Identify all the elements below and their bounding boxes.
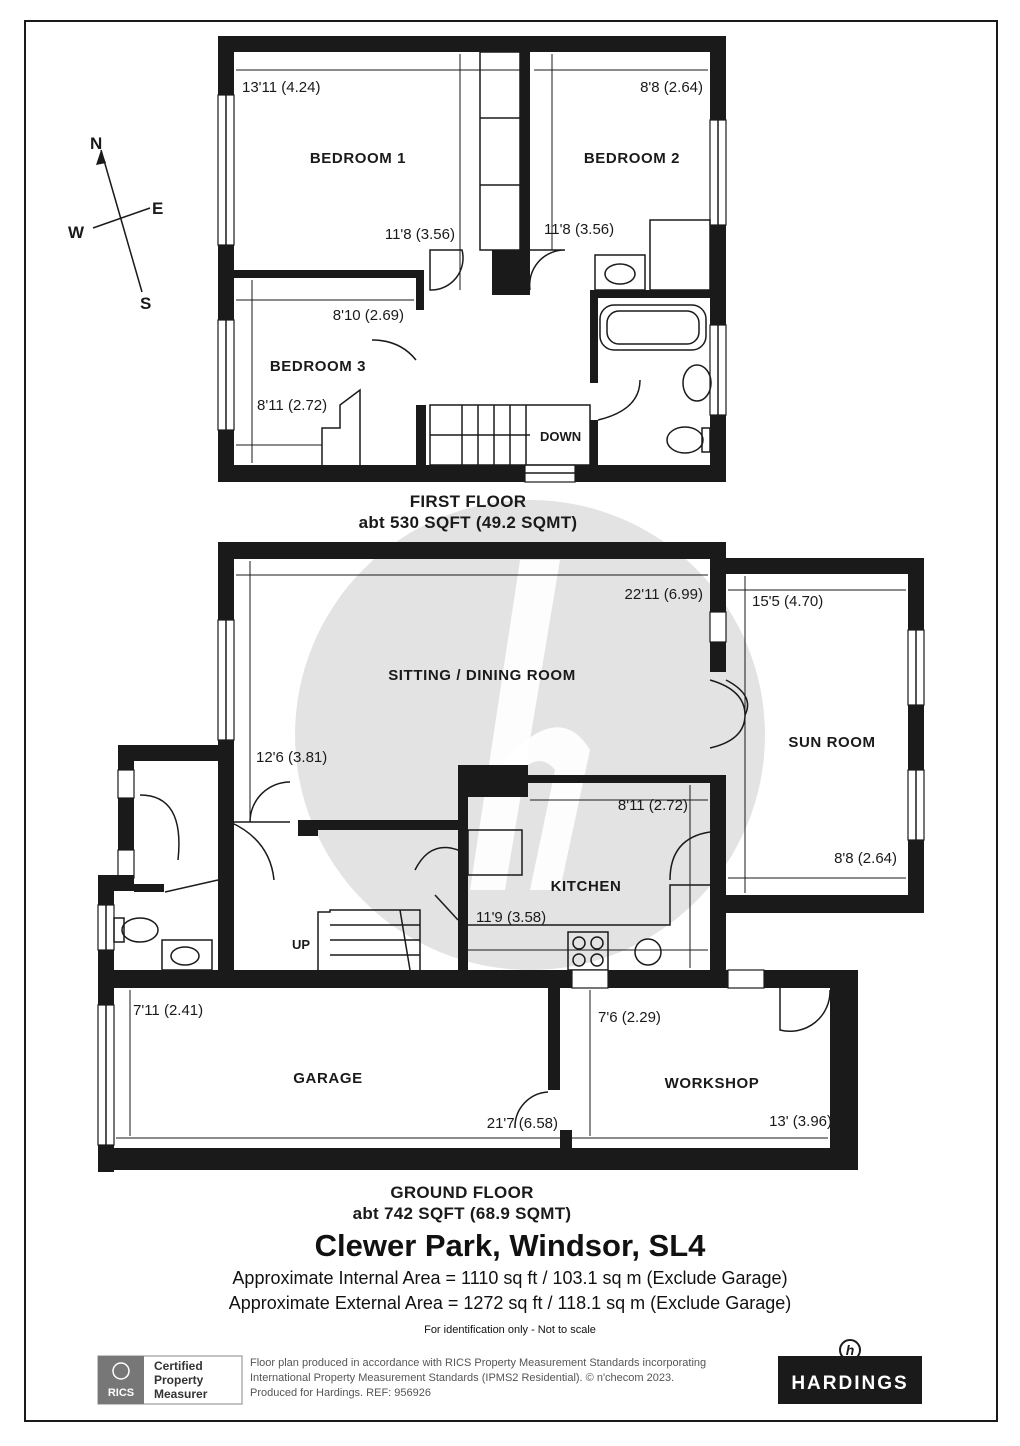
garage-depth: 7'11 (2.41) bbox=[133, 1002, 203, 1019]
scale-disclaimer: For identification only - Not to scale bbox=[424, 1324, 596, 1336]
watermark-logo bbox=[295, 500, 765, 970]
kitchen-width: 11'9 (3.58) bbox=[476, 909, 546, 926]
garage-label: GARAGE bbox=[293, 1070, 362, 1087]
compass-n: N bbox=[90, 134, 102, 153]
compass-s: S bbox=[140, 294, 151, 313]
bedroom1-depth: 11'8 (3.56) bbox=[385, 226, 455, 243]
stairs-down-label: DOWN bbox=[540, 429, 581, 444]
footer-note-1: Floor plan produced in accordance with R… bbox=[250, 1357, 706, 1369]
bedroom1-width: 13'11 (4.24) bbox=[242, 79, 320, 96]
sitting-room-label: SITTING / DINING ROOM bbox=[388, 667, 576, 684]
sun-room-label: SUN ROOM bbox=[788, 734, 875, 751]
stairs-up-label: UP bbox=[292, 937, 310, 952]
bedroom1-label: BEDROOM 1 bbox=[310, 150, 406, 167]
rics-mark: RICS bbox=[108, 1387, 134, 1399]
first-floor-area: abt 530 SQFT (49.2 SQMT) bbox=[359, 513, 578, 532]
bedroom2-width: 8'8 (2.64) bbox=[640, 79, 703, 96]
footer-note-2: International Property Measurement Stand… bbox=[250, 1372, 674, 1384]
external-area: Approximate External Area = 1272 sq ft /… bbox=[229, 1293, 791, 1313]
hardings-logo: h HARDINGS bbox=[778, 1339, 922, 1404]
first-floor-plan: BEDROOM 1 BEDROOM 2 BEDROOM 3 13'11 (4.2… bbox=[217, 36, 727, 483]
footer-note-3: Produced for Hardings. REF: 956926 bbox=[250, 1387, 431, 1399]
brand-name: HARDINGS bbox=[791, 1373, 908, 1394]
bedroom2-depth: 11'8 (3.56) bbox=[544, 221, 614, 238]
compass-e: E bbox=[152, 199, 163, 218]
kitchen-label: KITCHEN bbox=[551, 878, 622, 895]
garage-width: 21'7 (6.58) bbox=[487, 1115, 558, 1132]
ground-floor-plan: SITTING / DINING ROOM SUN ROOM KITCHEN G… bbox=[97, 542, 925, 1172]
bedroom3-width: 8'10 (2.69) bbox=[333, 307, 404, 324]
workshop-depth: 7'6 (2.29) bbox=[598, 1009, 661, 1026]
kitchen-depth: 8'11 (2.72) bbox=[618, 797, 688, 814]
first-floor-title: FIRST FLOOR bbox=[410, 492, 527, 511]
sun-room-depth: 8'8 (2.64) bbox=[834, 850, 897, 867]
bedroom3-depth: 8'11 (2.72) bbox=[257, 397, 327, 414]
page-frame bbox=[24, 20, 998, 1422]
internal-area: Approximate Internal Area = 1110 sq ft /… bbox=[232, 1268, 787, 1288]
rics-badge: RICS Certified Property Measurer bbox=[97, 1355, 243, 1405]
rics-crest-icon bbox=[112, 1362, 130, 1380]
bedroom3-label: BEDROOM 3 bbox=[270, 358, 366, 375]
sun-room-width: 15'5 (4.70) bbox=[752, 593, 823, 610]
bedroom2-label: BEDROOM 2 bbox=[584, 150, 680, 167]
compass-rose: N E S W bbox=[68, 134, 163, 313]
certified-line-3: Measurer bbox=[154, 1387, 208, 1401]
property-address: Clewer Park, Windsor, SL4 bbox=[315, 1228, 707, 1263]
certified-line-1: Certified bbox=[154, 1359, 203, 1373]
certified-line-2: Property bbox=[154, 1373, 204, 1387]
workshop-label: WORKSHOP bbox=[665, 1075, 760, 1092]
workshop-width: 13' (3.96) bbox=[769, 1113, 832, 1130]
ground-floor-title: GROUND FLOOR bbox=[390, 1183, 533, 1202]
sitting-room-width: 22'11 (6.99) bbox=[625, 586, 703, 603]
sitting-room-depth: 12'6 (3.81) bbox=[256, 749, 327, 766]
brand-mark: h bbox=[846, 1342, 855, 1358]
ground-floor-area: abt 742 SQFT (68.9 SQMT) bbox=[353, 1204, 572, 1223]
compass-w: W bbox=[68, 223, 85, 242]
